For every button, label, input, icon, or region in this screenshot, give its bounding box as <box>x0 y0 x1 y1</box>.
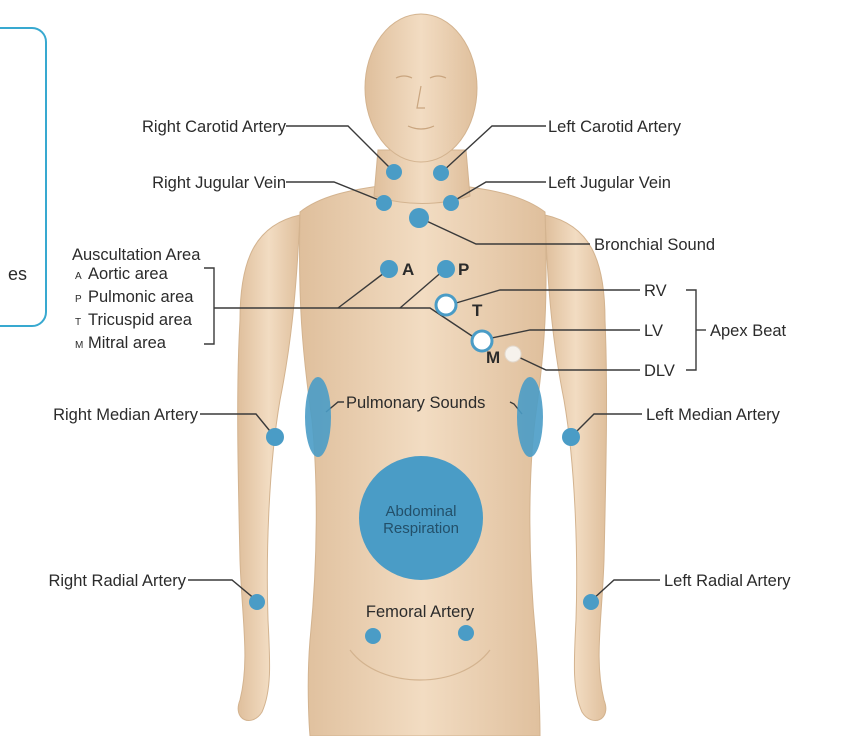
left-pulmonary-area[interactable] <box>517 377 543 457</box>
point-label-m: M <box>486 348 500 367</box>
label-femoral: Femoral Artery <box>366 603 475 621</box>
label-right-radial: Right Radial Artery <box>48 572 186 590</box>
side-info-text: es <box>8 264 27 284</box>
point-label-a: A <box>402 260 414 279</box>
label-dlv: DLV <box>644 362 675 380</box>
label-left-jugular: Left Jugular Vein <box>548 174 671 192</box>
label-left-radial: Left Radial Artery <box>664 572 791 590</box>
left-femoral-point[interactable] <box>458 625 474 641</box>
aortic-point[interactable] <box>380 260 398 278</box>
label-rv: RV <box>644 282 667 300</box>
label-mitral: Mitral area <box>88 334 167 352</box>
label-pulmonic: Pulmonic area <box>88 288 194 306</box>
point-label-p: P <box>458 260 469 279</box>
left-carotid-point[interactable] <box>433 165 449 181</box>
label-left-carotid: Left Carotid Artery <box>548 118 682 136</box>
right-carotid-point[interactable] <box>386 164 402 180</box>
label-aortic: Aortic area <box>88 265 169 283</box>
left-median-point[interactable] <box>562 428 580 446</box>
label-tricuspid-letter: T <box>75 317 81 328</box>
left-radial-point[interactable] <box>583 594 599 610</box>
tricuspid-point[interactable] <box>436 295 456 315</box>
left-jugular-point[interactable] <box>443 195 459 211</box>
label-abdominal: Abdominal <box>386 503 457 520</box>
dlv-point[interactable] <box>505 346 521 362</box>
label-lv: LV <box>644 322 663 340</box>
label-pulmonic-letter: P <box>75 294 82 305</box>
label-pulmonary: Pulmonary Sounds <box>346 394 485 412</box>
bronchial-point[interactable] <box>409 208 429 228</box>
label-right-carotid: Right Carotid Artery <box>142 118 287 136</box>
right-femoral-point[interactable] <box>365 628 381 644</box>
label-mitral-letter: M <box>75 340 83 351</box>
right-jugular-point[interactable] <box>376 195 392 211</box>
label-left-median: Left Median Artery <box>646 406 781 424</box>
label-bronchial: Bronchial Sound <box>594 236 715 254</box>
label-apex-beat: Apex Beat <box>710 322 787 340</box>
label-aortic-letter: A <box>75 271 82 282</box>
label-respiration: Respiration <box>383 520 459 537</box>
right-median-point[interactable] <box>266 428 284 446</box>
right-pulmonary-area[interactable] <box>305 377 331 457</box>
label-right-median: Right Median Artery <box>53 406 199 424</box>
label-tricuspid: Tricuspid area <box>88 311 193 329</box>
label-auscultation-title: Auscultation Area <box>72 246 201 264</box>
pulmonic-point[interactable] <box>437 260 455 278</box>
point-label-t: T <box>472 301 483 320</box>
right-radial-point[interactable] <box>249 594 265 610</box>
label-right-jugular: Right Jugular Vein <box>152 174 286 192</box>
